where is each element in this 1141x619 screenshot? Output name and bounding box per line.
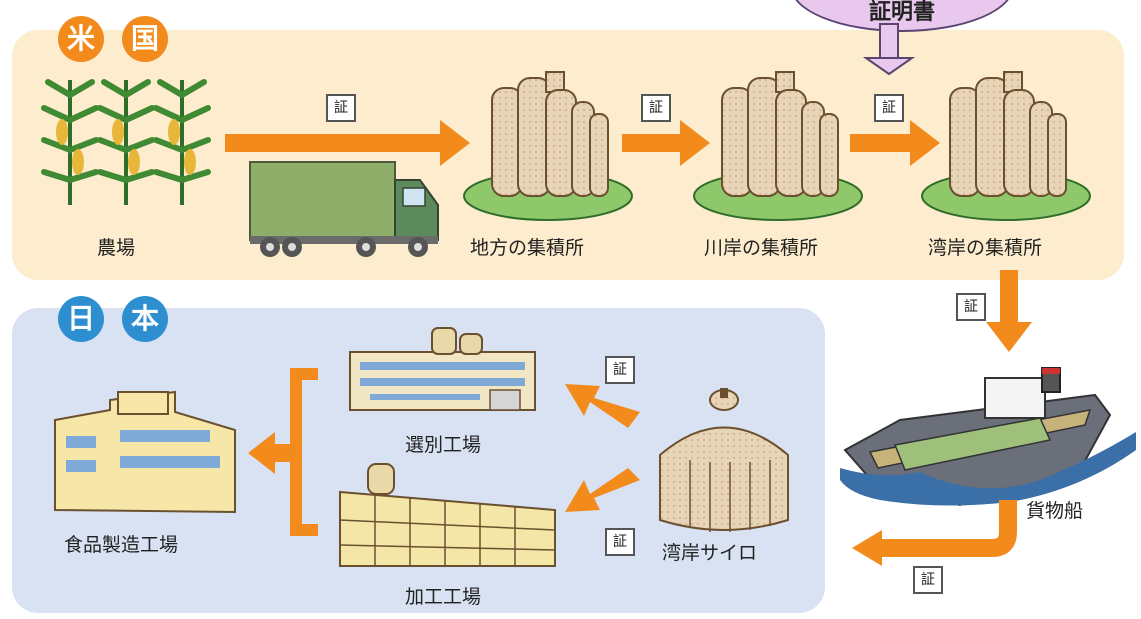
sorting-plant-icon: [349, 327, 536, 411]
arrow-port-to-ship: [986, 270, 1032, 352]
arrow-to-food-factory: [248, 432, 296, 474]
label-port-silo: 湾岸サイロ: [662, 542, 758, 564]
port-elevator-icon: [921, 71, 1091, 221]
label-sorting-plant: 選別工場: [405, 434, 482, 456]
bubble-down-arrow: [862, 23, 916, 76]
river-elevator-icon: [693, 71, 863, 221]
arrow-farm-to-local: [225, 120, 470, 166]
label-port-elevator: 湾岸の集積所: [928, 237, 1043, 259]
cargo-ship-icon: [840, 367, 1136, 507]
plants-bracket: [290, 368, 318, 536]
arrow-silo-to-sorting: [565, 384, 640, 428]
food-factory-icon: [54, 390, 236, 514]
label-cargo-ship: 貨物船: [1026, 500, 1084, 522]
certificate-tag-local-river: 証: [641, 94, 671, 122]
label-farm: 農場: [97, 237, 136, 259]
certificate-tag-silo-processing: 証: [605, 528, 635, 556]
certificate-tag-farm-local: 証: [326, 94, 356, 122]
label-local-elevator: 地方の集積所: [470, 237, 585, 259]
processing-plant-icon: [339, 463, 556, 567]
japan-badge-2: 本: [122, 296, 168, 342]
arrow-local-to-river: [622, 120, 710, 166]
certificate-bubble-label: 証明書: [868, 0, 935, 25]
us-badge-1: 米: [58, 16, 104, 62]
label-food-factory: 食品製造工場: [64, 534, 179, 556]
arrow-ship-to-silo-head: [852, 530, 882, 566]
japan-flow-arrows: [565, 384, 640, 512]
japan-badge-1: 日: [58, 296, 104, 342]
us-badge-2: 国: [122, 16, 168, 62]
certificate-tag-ship-silo: 証: [913, 566, 943, 594]
corn-plants-icon: [41, 79, 211, 205]
arrow-ship-to-silo: [882, 500, 1017, 557]
arrow-river-to-port: [850, 120, 940, 166]
local-elevator-icon: [463, 71, 633, 221]
certificate-tag-river-port: 証: [874, 94, 904, 122]
arrow-silo-to-processing: [565, 468, 640, 512]
certificate-tag-port-ship: 証: [956, 293, 986, 321]
label-processing-plant: 加工工場: [405, 586, 482, 608]
certificate-tag-silo-sorting: 証: [605, 356, 635, 384]
us-flow-arrows: [225, 120, 1032, 352]
port-silo-icon: [659, 388, 789, 532]
truck-icon: [249, 161, 439, 257]
label-river-elevator: 川岸の集積所: [704, 237, 819, 259]
